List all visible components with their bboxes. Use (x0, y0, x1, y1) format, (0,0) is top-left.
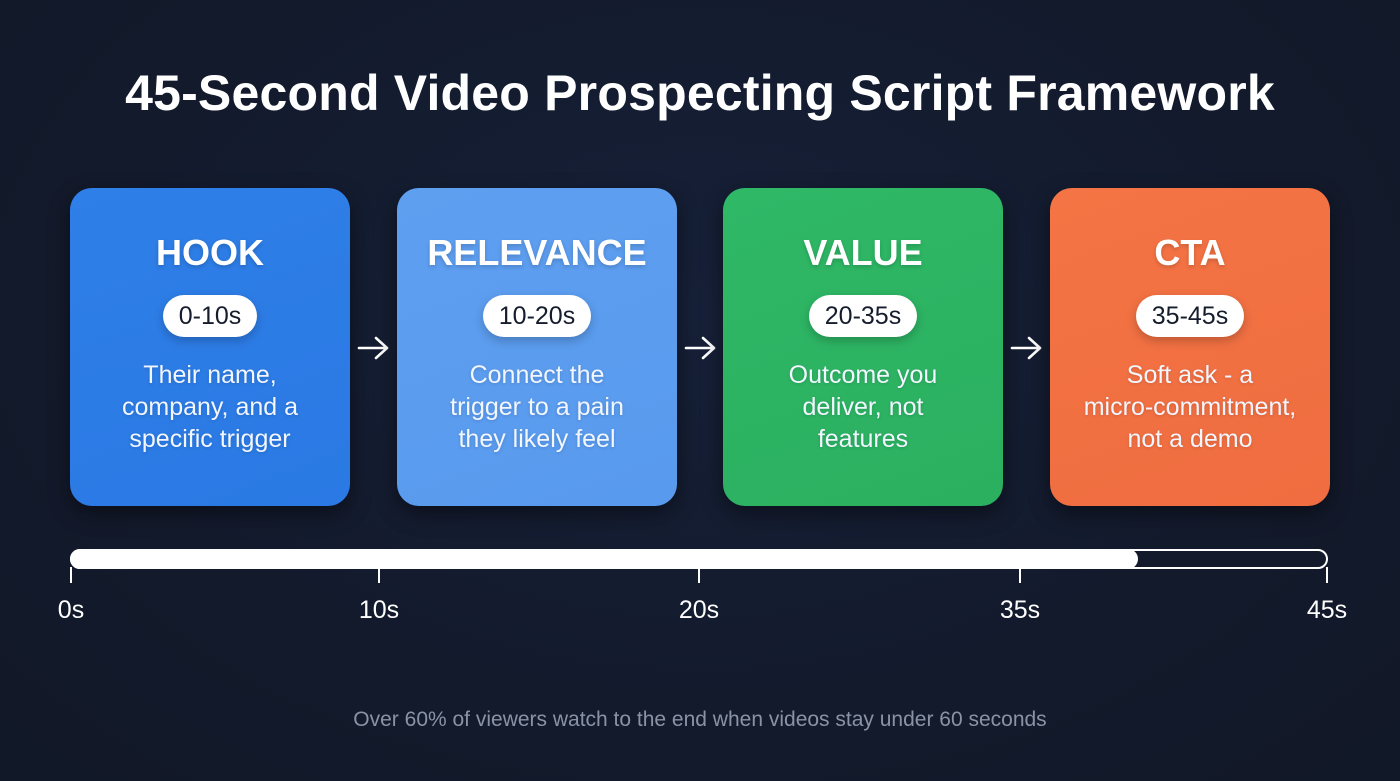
timeline-tick-label: 20s (678, 596, 720, 624)
timeline-tick-label: 45s (1306, 596, 1348, 624)
arrow-right-icon (1010, 336, 1042, 360)
timeline-progress-bar (70, 549, 1328, 569)
stage-description: Connect the trigger to a pain they likel… (450, 361, 624, 453)
stage-description: Soft ask - a micro-commitment, not a dem… (1083, 361, 1297, 453)
stage-title: CTA (1154, 232, 1226, 273)
footnote: Over 60% of viewers watch to the end whe… (353, 708, 1047, 731)
stage-description: Outcome you deliver, not features (788, 361, 938, 453)
time-range-badge: 35-45s (1135, 295, 1245, 337)
timeline-tick (1019, 567, 1021, 583)
page-title: 45-Second Video Prospecting Script Frame… (125, 65, 1275, 121)
arrow-right-icon (357, 336, 389, 360)
time-range-badge: 20-35s (808, 295, 918, 337)
timeline-tick (70, 567, 72, 583)
stage-card-value: VALUE 20-35s Outcome you deliver, not fe… (723, 188, 1003, 506)
stage-title: RELEVANCE (427, 232, 647, 273)
stage-card-cta: CTA 35-45s Soft ask - a micro-commitment… (1050, 188, 1330, 506)
timeline-tick-label: 10s (358, 596, 400, 624)
stage-card-relevance: RELEVANCE 10-20s Connect the trigger to … (397, 188, 677, 506)
stage-card-hook: HOOK 0-10s Their name, company, and a sp… (70, 188, 350, 506)
timeline-tick (698, 567, 700, 583)
timeline-tick (1326, 567, 1328, 583)
time-range-badge: 0-10s (162, 295, 258, 337)
stage-description: Their name, company, and a specific trig… (121, 361, 299, 453)
stage-title: HOOK (156, 232, 264, 273)
time-range-badge: 10-20s (482, 295, 592, 337)
timeline-tick (378, 567, 380, 583)
arrow-right-icon (684, 336, 716, 360)
timeline-progress-fill (70, 549, 1138, 569)
timeline-tick-label: 0s (57, 596, 85, 624)
stage-title: VALUE (803, 232, 923, 273)
timeline-tick-label: 35s (999, 596, 1041, 624)
